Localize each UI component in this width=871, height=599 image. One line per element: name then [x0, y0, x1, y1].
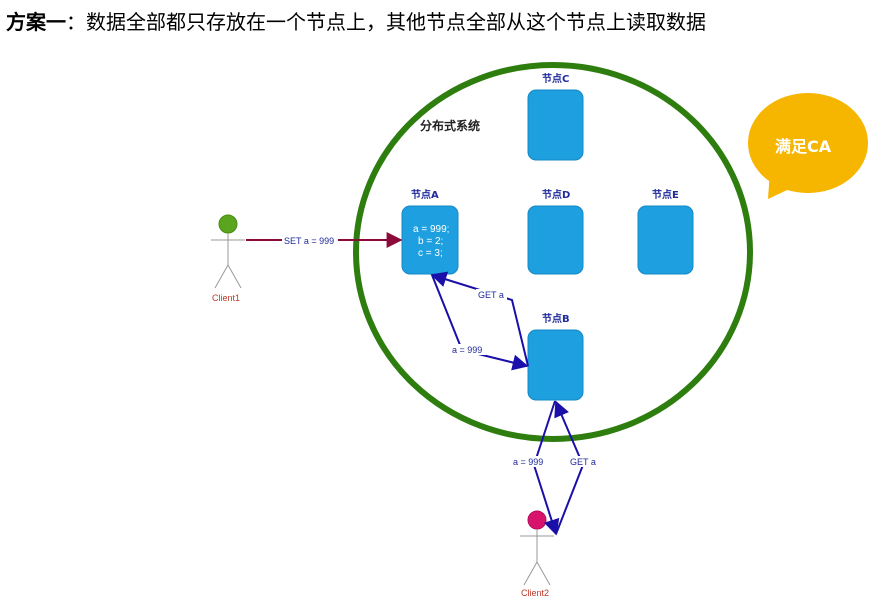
edge-a999-b-to-client2-label: a = 999: [513, 457, 543, 467]
edge-get-client2-to-b: [554, 400, 585, 535]
client2-label: Client2: [521, 588, 549, 598]
edge-get-client2-to-b-label: GET a: [570, 457, 596, 467]
node-c-label: 节点C: [542, 72, 569, 85]
node-a-line-1: a = 999;: [413, 224, 449, 235]
page-title: 方案一：数据全部都只存放在一个节点上，其他节点全部从这个节点上读取数据: [6, 6, 706, 35]
system-label: 分布式系统: [420, 118, 480, 133]
edge-a999-a-to-b-label: a = 999: [452, 345, 482, 355]
node-d-label: 节点D: [542, 188, 570, 201]
bubble-text: 满足CA: [775, 137, 832, 156]
node-e-label: 节点E: [652, 188, 679, 201]
bubble-callout: 满足CA: [748, 93, 868, 199]
page-title-rest: ：数据全部都只存放在一个节点上，其他节点全部从这个节点上读取数据: [66, 10, 706, 34]
edge-get-b-to-a-label: GET a: [478, 290, 504, 300]
client2-head: [527, 510, 547, 530]
system-boundary: [353, 62, 753, 442]
edge-get-b-to-a: [430, 271, 529, 367]
node-a-line-2: b = 2;: [418, 236, 443, 247]
client2-actor[interactable]: [520, 510, 554, 586]
edge-set-a-label: SET a = 999: [284, 236, 334, 246]
client1-label: Client1: [212, 293, 240, 303]
node-a-line-3: c = 3;: [418, 248, 443, 259]
client1-actor[interactable]: [211, 214, 245, 289]
node-e[interactable]: [637, 205, 694, 275]
node-c[interactable]: [527, 89, 584, 161]
node-b-label: 节点B: [542, 312, 570, 325]
node-a-label: 节点A: [411, 188, 439, 201]
node-d[interactable]: [527, 205, 584, 275]
client1-head: [218, 214, 238, 234]
page-title-bold: 方案一: [6, 10, 66, 34]
node-b[interactable]: [527, 329, 584, 401]
